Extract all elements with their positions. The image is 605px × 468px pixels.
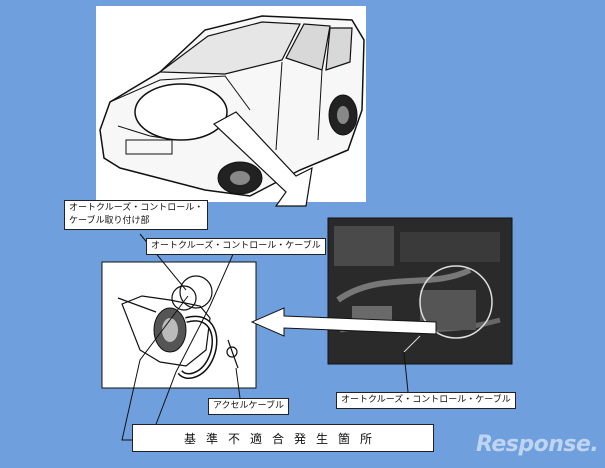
car-illustration [96, 6, 366, 202]
photo-to-diagram-arrow [250, 307, 437, 337]
mount-label: オートクルーズ・コントロール・ ケーブル取り付け部 [64, 200, 209, 230]
mount-label-line2: ケーブル取り付け部 [69, 216, 150, 226]
accel-cable-label: アクセルケーブル [208, 398, 290, 415]
response-watermark: Response. [476, 432, 599, 457]
cable-label-diagram: オートクルーズ・コントロール・ケーブル [146, 238, 326, 255]
engine-area-highlight [134, 83, 228, 141]
engine-photo [327, 217, 513, 365]
cable-mount-diagram [101, 261, 257, 389]
cable-label-photo: オートクルーズ・コントロール・ケーブル [336, 392, 516, 409]
car-to-detail-arrow [212, 111, 313, 207]
defect-location-title: 基準不適合発生箇所 [132, 424, 434, 452]
mount-label-line1: オートクルーズ・コントロール・ [69, 203, 204, 213]
